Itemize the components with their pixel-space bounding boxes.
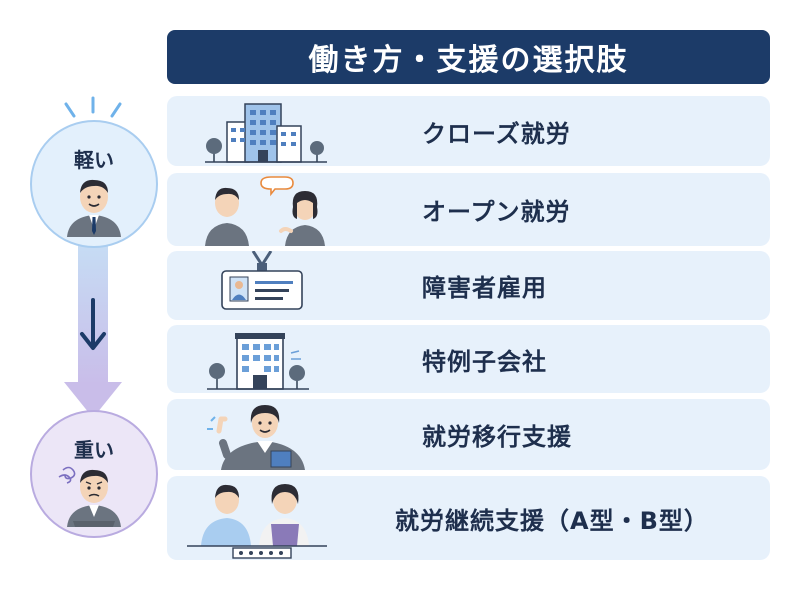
heavy-burden-circle: 重い [30, 410, 158, 538]
option-label: 就労移行支援 [422, 423, 572, 451]
option-row-disability-employment[interactable]: 障害者雇用 [167, 251, 770, 320]
option-row-continuation-support[interactable]: 就労継続支援（A型・B型） [167, 476, 770, 560]
option-label: オープン就労 [422, 198, 571, 226]
option-row-transition-support[interactable]: 就労移行支援 [167, 399, 770, 470]
option-label: 障害者雇用 [422, 274, 547, 302]
option-row-special-subsidiary[interactable]: 特例子会社 [167, 325, 770, 393]
smiling-man-icon [67, 179, 121, 237]
down-arrow [64, 245, 122, 418]
page-title: 働き方・支援の選択肢 [167, 30, 770, 84]
option-row-closed-employment[interactable]: クローズ就労 [167, 96, 770, 166]
office-building-icon [205, 103, 327, 163]
sparkle-icon [64, 96, 122, 118]
workshop-icon [187, 484, 327, 559]
light-label: 軽い [74, 148, 114, 172]
option-label: 就労継続支援（A型・B型） [395, 506, 709, 535]
instructor-icon [207, 405, 305, 470]
option-label: 特例子会社 [422, 347, 547, 376]
id-card-icon [221, 251, 303, 310]
heavy-label: 重い [74, 438, 114, 462]
light-burden-circle: 軽い [30, 120, 158, 248]
burden-scale [64, 96, 122, 418]
worried-man-icon [58, 466, 121, 527]
option-label: クローズ就労 [422, 119, 571, 148]
option-row-open-employment[interactable]: オープン就労 [167, 173, 770, 246]
small-building-icon [207, 333, 309, 390]
conversation-icon [205, 176, 325, 246]
